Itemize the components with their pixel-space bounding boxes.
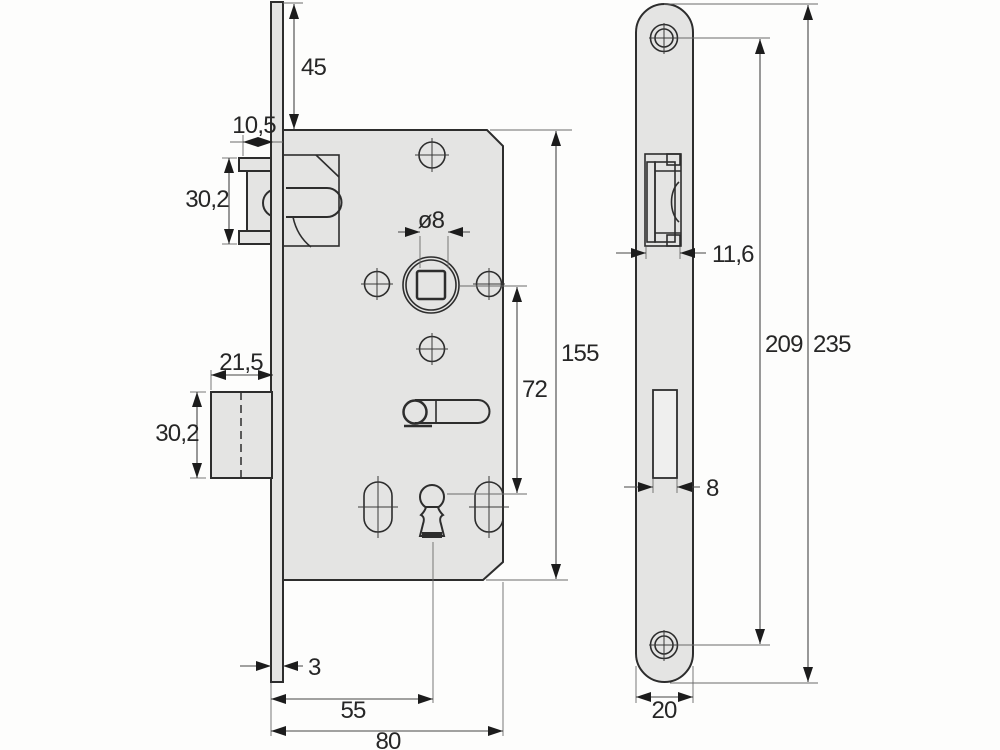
screw-post-left	[361, 268, 393, 300]
dim-screw-centers-label: 209	[765, 331, 803, 358]
deadbolt-front	[210, 391, 273, 479]
spindle-square-hole	[415, 269, 447, 301]
latch-notch-curve	[670, 181, 680, 223]
dim-latch-height-label: 30,2	[185, 186, 229, 213]
dim-case-depth-label: 80	[375, 728, 401, 750]
dim-spindle-square-label: ø8	[418, 207, 445, 234]
latch-tail	[286, 187, 343, 218]
dim-bolt-slot-width-label: 8	[706, 475, 719, 502]
dim-bolt-projection-label: 21,5	[219, 349, 263, 376]
screw-post-top	[415, 138, 449, 172]
fixing-slot-left	[358, 476, 398, 538]
screw-post-center	[416, 333, 448, 365]
dim-plate-length-label: 235	[813, 331, 851, 358]
front-dimensions: 45 10,5 30,2 ø8 72	[155, 2, 600, 750]
screw-hole-bottom	[649, 630, 680, 661]
lever-slot	[402, 399, 491, 428]
dim-bolt-height-label: 30,2	[155, 420, 199, 447]
fixing-slot-right	[469, 476, 509, 538]
dim-backset-label: 55	[340, 697, 366, 724]
latch-bevel-line	[315, 154, 340, 178]
dim-plate-thickness-label: 3	[308, 654, 321, 681]
dim-plate-top-to-case-label: 45	[301, 54, 327, 81]
deadbolt-slot	[652, 389, 678, 479]
side-dimensions: 11,6 8 209 235 20	[616, 3, 852, 724]
dim-latch-width-label: 11,6	[712, 241, 754, 268]
latch-body-face	[654, 161, 676, 243]
lock-case	[282, 129, 504, 581]
dim-plate-width-label: 20	[651, 697, 677, 724]
front-view: 45 10,5 30,2 ø8 72	[155, 1, 600, 750]
faceplate-face	[635, 3, 694, 683]
latch-spring	[292, 216, 312, 248]
spindle-hub	[402, 256, 460, 314]
dim-case-height-label: 155	[561, 340, 599, 367]
dim-latch-projection-label: 10,5	[232, 112, 276, 139]
latch-mechanism	[282, 154, 343, 248]
keyhole-base	[422, 532, 442, 538]
screw-hole-top	[649, 23, 680, 54]
dim-spindle-to-keyhole-label: 72	[522, 376, 548, 403]
screw-post-right	[473, 268, 505, 300]
keyhole	[418, 484, 446, 538]
side-view: 11,6 8 209 235 20	[616, 3, 852, 724]
latch-cutout	[644, 153, 682, 247]
faceplate-edge	[270, 1, 284, 683]
